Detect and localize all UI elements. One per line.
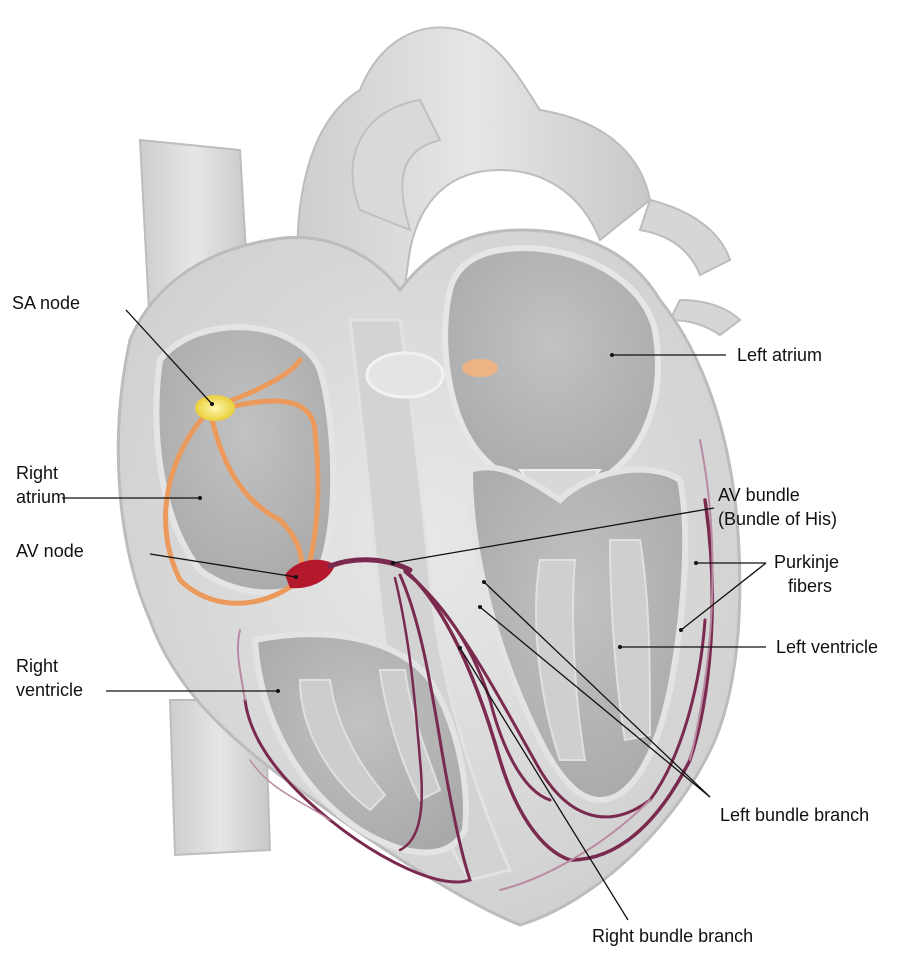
label-sa-node: SA node [12, 292, 80, 314]
interatrial-orange-mark [462, 359, 498, 377]
aortic-valve [367, 353, 443, 397]
label-av-node: AV node [16, 540, 84, 562]
sa-node [195, 395, 235, 421]
label-left-ventricle: Left ventricle [776, 636, 878, 658]
label-right-ventricle-line2: ventricle [16, 679, 83, 701]
label-right-atrium-line2: atrium [16, 486, 66, 508]
label-purkinje-line1: Purkinje [774, 551, 839, 573]
label-av-bundle-line2: (Bundle of His) [718, 508, 837, 530]
label-right-atrium-line1: Right [16, 462, 58, 484]
label-av-bundle-line1: AV bundle [718, 484, 800, 506]
label-right-bundle-branch: Right bundle branch [592, 925, 753, 947]
label-purkinje-line2: fibers [788, 575, 832, 597]
pulmonary-vein-upper [640, 200, 730, 275]
label-left-atrium: Left atrium [737, 344, 822, 366]
label-left-bundle-branch: Left bundle branch [720, 804, 869, 826]
label-right-ventricle-line1: Right [16, 655, 58, 677]
